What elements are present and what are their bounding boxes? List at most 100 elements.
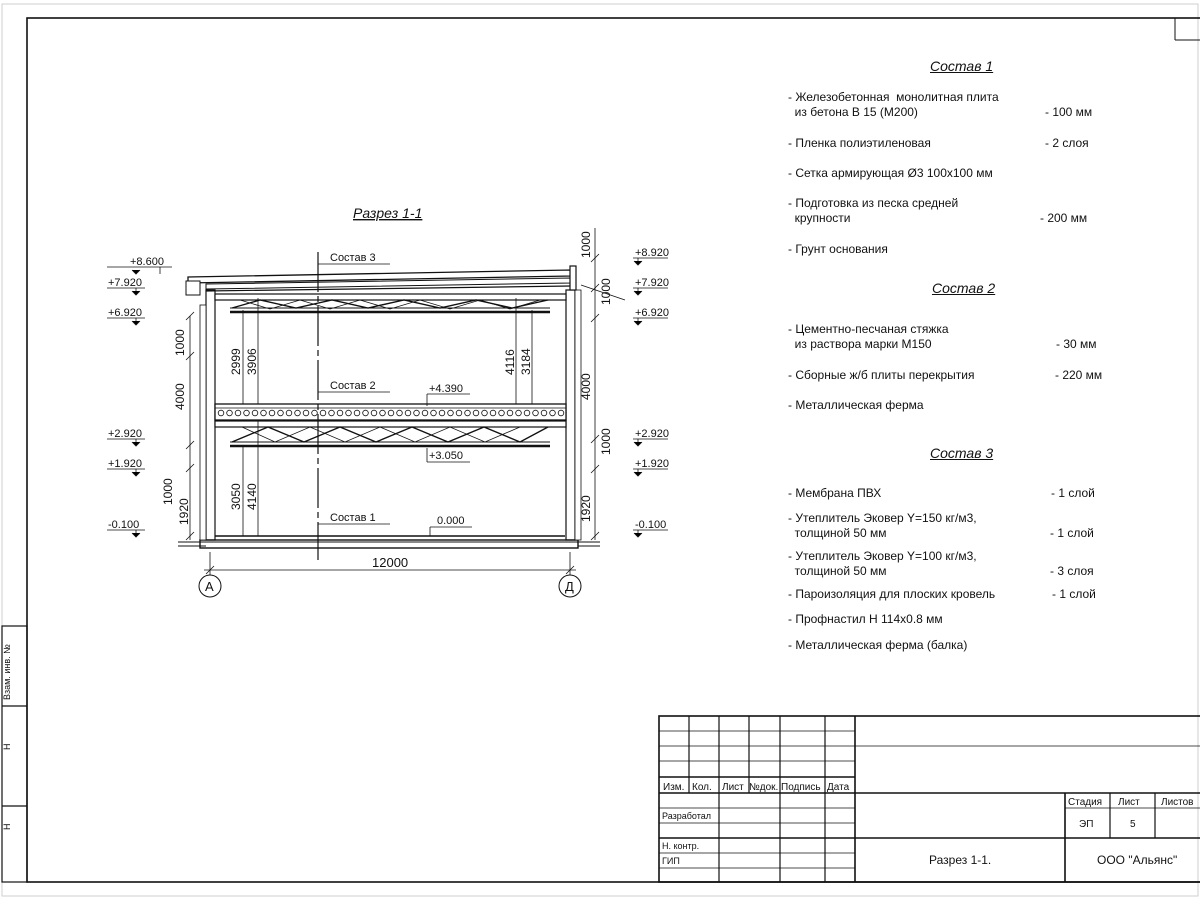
dim-right: 1000 — [579, 231, 593, 258]
slab-core — [396, 409, 403, 417]
elevation-right: +2.920 — [635, 428, 669, 440]
span-dimension: 12000 — [372, 555, 408, 570]
elevation-left: -0.100 — [108, 519, 139, 531]
spec-item-value: - 30 мм — [1056, 337, 1097, 351]
spec-item-value: - 200 мм — [1040, 211, 1088, 225]
spec-item-name: - Пленка полиэтиленовая — [788, 136, 931, 150]
elevation-right: +1.920 — [635, 458, 669, 470]
spec-item-name: - Сборные ж/б плиты перекрытия — [788, 368, 975, 382]
drawing-frame — [26, 17, 1200, 883]
slab-core — [498, 409, 505, 417]
dim-inner-left: 4140 — [245, 483, 259, 510]
slab-core — [557, 409, 565, 417]
section-drawing: Разрез 1-1 — [107, 205, 669, 598]
tb-col-ndok: №док. — [749, 782, 778, 793]
slab-core — [549, 409, 556, 417]
slab-core — [226, 409, 233, 417]
label-sostav3: Состав 3 — [330, 252, 376, 264]
tb-col-podpis: Подпись — [781, 782, 821, 793]
tb-role-developer: Разработал — [662, 811, 711, 821]
spec-item-name: - Грунт основания — [788, 242, 888, 256]
tb-stage-value: ЭП — [1079, 819, 1093, 830]
elevation-right: +6.920 — [635, 307, 669, 319]
slab-core — [336, 409, 344, 417]
label-sostav1: Состав 1 — [330, 512, 376, 524]
spec-item-name: - Металлическая ферма — [788, 398, 924, 412]
spec-item-name: - Металлическая ферма (балка) — [788, 638, 968, 652]
spec-item-name: - Сетка армирующая Ø3 100х100 мм — [788, 166, 993, 180]
slab-core — [506, 409, 514, 417]
elevation-right: -0.100 — [635, 519, 666, 531]
tb-sheets-head: Листов — [1161, 797, 1194, 808]
elevation-left: +6.920 — [108, 307, 142, 319]
slab-core — [455, 409, 463, 417]
spec-item-name: - Мембрана ПВХ — [788, 486, 882, 500]
dim-inner-left: 3050 — [229, 483, 243, 510]
section-title: Разрез 1-1 — [353, 205, 422, 221]
slab-core — [447, 409, 454, 417]
level-floor: 0.000 — [437, 515, 465, 527]
slab-core — [353, 409, 361, 417]
elevation-left: +7.920 — [108, 277, 142, 289]
slab-core — [328, 409, 335, 417]
tb-sheet-value: 5 — [1130, 819, 1136, 830]
spec-heading: Состав 3 — [930, 445, 994, 461]
dim-inner-right: 4116 — [503, 349, 517, 375]
slab-core — [472, 409, 480, 417]
level-slab: +4.390 — [429, 383, 463, 395]
side-stamp-mark: Н — [2, 824, 12, 831]
dim-right: 1000 — [599, 278, 613, 305]
dim-left: 1000 — [173, 329, 187, 356]
slab-core — [217, 409, 225, 417]
slab-core — [345, 409, 352, 417]
side-stamp-mark: Н — [2, 744, 12, 751]
tb-company: ООО "Альянс" — [1097, 853, 1177, 867]
spec-item-name: - Утеплитель Эковер Y=100 кг/м3, толщино… — [788, 549, 977, 578]
slab-core — [370, 409, 378, 417]
slab-core — [268, 409, 276, 417]
slab-core — [532, 409, 539, 417]
elevation-left: +8.600 — [130, 256, 164, 268]
slab-core — [481, 409, 488, 417]
slab-core — [234, 409, 242, 417]
label-sostav2: Состав 2 — [330, 380, 376, 392]
tb-col-izm: Изм. — [663, 782, 684, 793]
spec-item-name: - Подготовка из песка средней крупности — [788, 196, 959, 225]
slab-core — [311, 409, 318, 417]
axis-label-a: А — [205, 579, 214, 594]
elevation-left: +2.920 — [108, 428, 142, 440]
slab-core — [387, 409, 395, 417]
slab-core — [251, 409, 259, 417]
dim-right: 1920 — [579, 495, 593, 522]
dim-inner-left: 2999 — [229, 348, 243, 375]
spec-item-name: - Цементно-песчаная стяжка из раствора м… — [788, 322, 949, 351]
tb-role-gip: ГИП — [662, 856, 680, 866]
dim-inner-right: 3184 — [519, 348, 533, 375]
slab-core — [260, 409, 267, 417]
spec-heading: Состав 1 — [930, 58, 994, 74]
spec-item-name: - Утеплитель Эковер Y=150 кг/м3, толщино… — [788, 511, 977, 540]
slab-core — [277, 409, 284, 417]
dim-inner-left: 3906 — [245, 348, 259, 375]
spec-heading: Состав 2 — [932, 280, 996, 296]
slab-core — [285, 409, 293, 417]
slab-core — [540, 409, 548, 417]
slab-core — [421, 409, 429, 417]
tb-drawing-name: Разрез 1-1. — [929, 853, 991, 867]
tb-col-list: Лист — [722, 782, 744, 793]
slab-core — [438, 409, 446, 417]
tb-col-data: Дата — [827, 782, 850, 793]
slab-core — [294, 409, 301, 417]
spec-item-value: - 220 мм — [1055, 368, 1103, 382]
elevation-right: +7.920 — [635, 277, 669, 289]
elevation-left: +1.920 — [108, 458, 142, 470]
side-stamp: Взам. инв. № Н Н — [1, 625, 28, 883]
title-block — [658, 715, 1200, 883]
spec-item-value: - 1 слой — [1050, 526, 1094, 540]
spec-item-value: - 1 слой — [1052, 587, 1096, 601]
dim-left: 1000 — [161, 478, 175, 505]
slab-core — [515, 409, 522, 417]
level-truss-bottom: +3.050 — [429, 450, 463, 462]
tb-role-norm-control: Н. контр. — [662, 841, 699, 851]
